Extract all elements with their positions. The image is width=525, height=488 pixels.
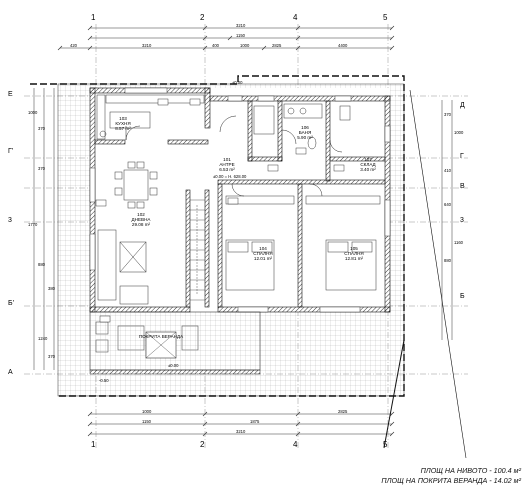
axis-col-4: 4 bbox=[293, 13, 298, 22]
room-entrance: 101 АНТРЕ 6.53 m² bbox=[219, 157, 235, 173]
room-bedroom-104: 104 СПАЛНЯ 12.01 m² bbox=[253, 246, 273, 262]
element-tags bbox=[95, 98, 345, 323]
area-total-text: ПЛОЩ НА НИВОТО - 100.4 м² bbox=[420, 466, 521, 475]
room-storage: 107 СКЛАД 3.40 m² bbox=[360, 157, 376, 173]
level-mark-veranda: -0.50 bbox=[99, 378, 109, 383]
stair bbox=[190, 199, 205, 301]
axis-row-b: Б bbox=[460, 293, 465, 300]
axis-col-1-bottom: 1 bbox=[91, 440, 96, 449]
axis-row-3: 3 bbox=[8, 217, 12, 224]
axis-col-4-bottom: 4 bbox=[293, 440, 298, 449]
axis-row-b-prime: Б' bbox=[8, 300, 14, 307]
axis-col-1: 1 bbox=[91, 13, 96, 22]
room-living: 102 ДНЕВНА 29.08 m² bbox=[131, 212, 151, 228]
room-bedroom-105: 105 СПАЛНЯ 12.81 m² bbox=[344, 246, 364, 262]
room-bath: 106 БАНЯ 5.90 m² bbox=[297, 125, 313, 141]
windows bbox=[89, 87, 391, 313]
room-veranda: ПОКРИТА ВЕРАНДА bbox=[138, 334, 184, 339]
axis-row-v: В bbox=[460, 183, 465, 190]
axis-row-g: Г bbox=[460, 153, 464, 160]
axis-col-5-bottom: 5 bbox=[383, 440, 388, 449]
axis-row-e: Е bbox=[8, 91, 13, 98]
level-mark-veranda-2: ±0.00 bbox=[168, 363, 179, 368]
level-mark-top: ±0.00 bbox=[232, 80, 243, 85]
axis-row-d: Д bbox=[460, 102, 465, 109]
axis-col-2-bottom: 2 bbox=[200, 440, 205, 449]
veranda bbox=[89, 311, 261, 375]
level-mark-main: ±0.00 = Н. 628.00 bbox=[213, 174, 247, 179]
axis-col-5: 5 bbox=[383, 13, 388, 22]
axis-col-2: 2 bbox=[200, 13, 205, 22]
room-kitchen: 103 КУХНЯ 8.57 m² bbox=[115, 116, 131, 132]
area-veranda-text: ПЛОЩ НА ПОКРИТА ВЕРАНДА - 14.02 м² bbox=[381, 476, 521, 485]
axis-row-g-prime: Г' bbox=[8, 148, 14, 155]
axis-row-3-right: 3 bbox=[460, 217, 464, 224]
axis-row-a: А bbox=[8, 369, 13, 376]
